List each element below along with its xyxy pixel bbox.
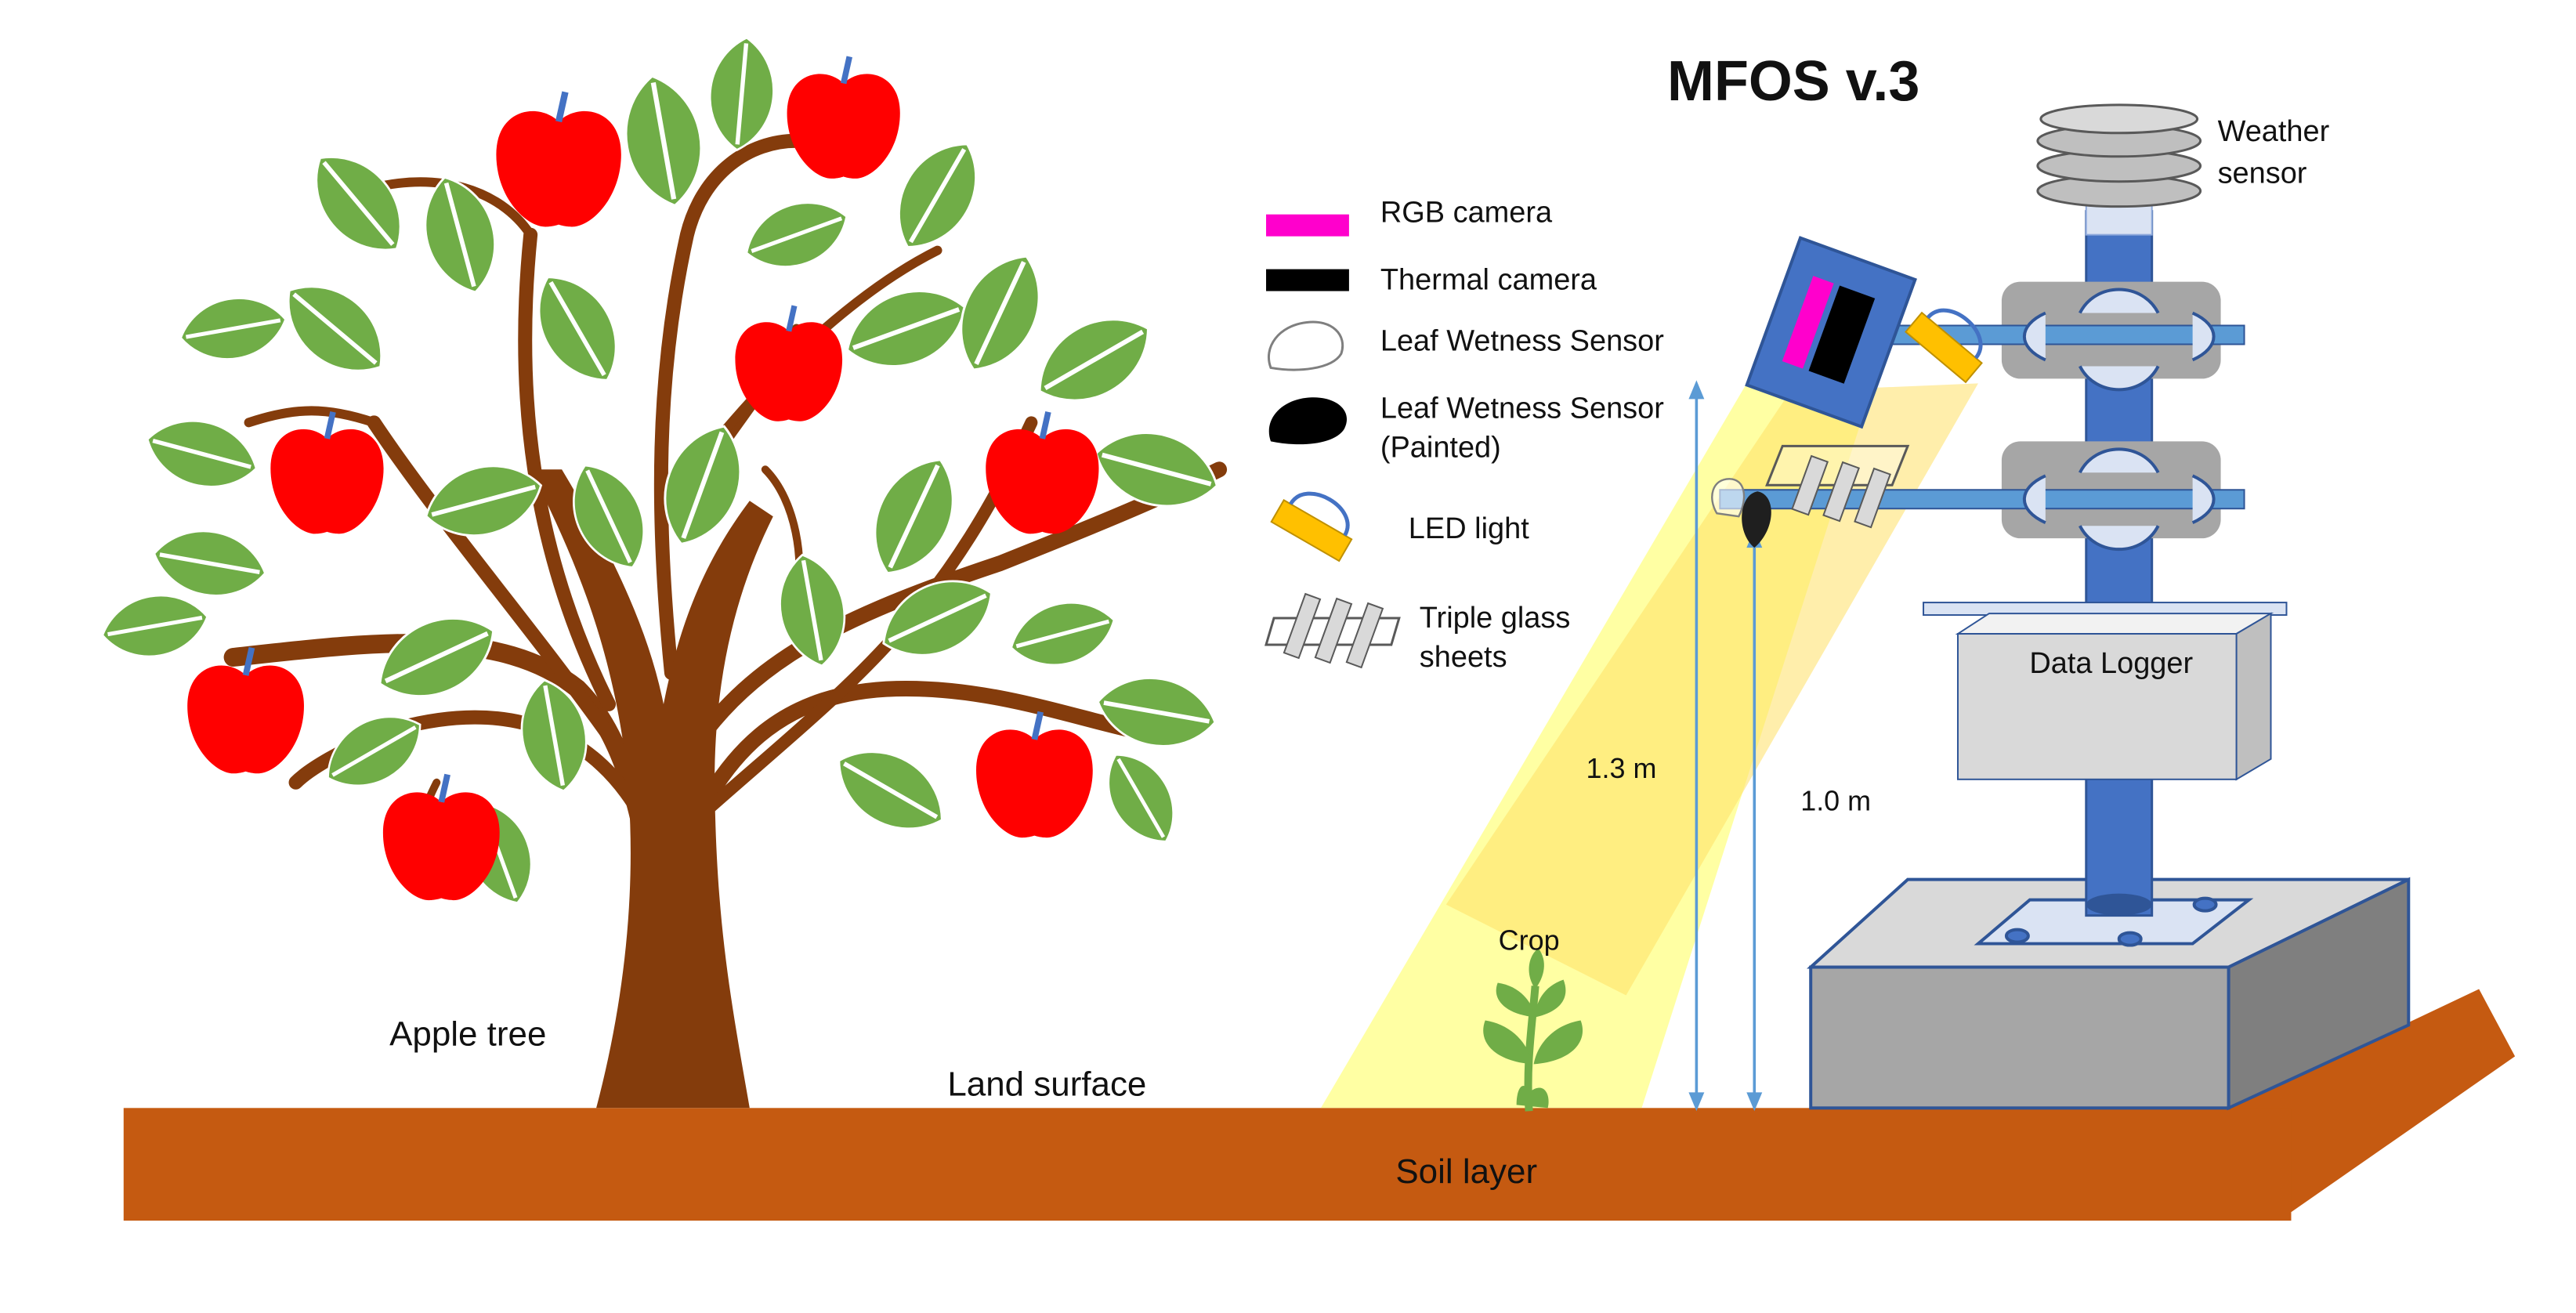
black-bar-icon — [1266, 269, 1349, 291]
tree-trunk — [530, 469, 773, 1109]
legend-label-leaf-wetness-sensor: Leaf Wetness Sensor — [1380, 324, 1664, 357]
black-leaf-icon — [1268, 397, 1348, 445]
lower-mount — [1719, 441, 2245, 551]
crop-label: Crop — [1499, 924, 1560, 957]
outline-leaf-icon — [1268, 320, 1344, 371]
soil-layer — [123, 989, 2516, 1221]
legend-label-triple-glass: Triple glass — [1420, 602, 1571, 635]
diagram-title: MFOS v.3 — [1667, 50, 1919, 113]
weather-sensor-label-line2: sensor — [2218, 157, 2307, 190]
legend-label-thermal-camera: Thermal camera — [1380, 264, 1597, 297]
crop-plant — [1483, 948, 1583, 1112]
data-logger-label: Data Logger — [2029, 647, 2193, 680]
leaf-wetness-sensor-painted — [1742, 491, 1771, 548]
apple-tree — [97, 35, 1226, 1109]
legend-label-led-light: LED light — [1409, 512, 1529, 545]
legend — [1264, 214, 1401, 669]
weather-sensor — [2036, 103, 2202, 236]
led-light — [1905, 308, 1983, 384]
data-logger — [1923, 602, 2288, 781]
legend-label-leaf-wetness-sensor-painted-line2: (Painted) — [1380, 431, 1501, 464]
glass-sheets — [1765, 444, 1910, 529]
concrete-base — [1807, 877, 2411, 1111]
soil-layer-label: Soil layer — [1395, 1152, 1537, 1191]
legend-label-rgb-camera: RGB camera — [1380, 197, 1553, 230]
magenta-bar-icon — [1266, 214, 1349, 237]
triple-glass-icon — [1264, 592, 1401, 669]
apple-tree-label: Apple tree — [389, 1015, 546, 1053]
weather-sensor-label: Weather — [2218, 115, 2330, 148]
leaf-wetness-sensor-outline — [1711, 478, 1746, 518]
thermal-field-of-view — [1445, 383, 1978, 996]
camera-unit — [1745, 236, 1917, 429]
led-light-icon — [1270, 491, 1353, 562]
height-label-camera: 1.3 m — [1586, 752, 1657, 784]
legend-label-leaf-wetness-sensor-painted: Leaf Wetness Sensor — [1380, 392, 1664, 425]
height-label-sensor: 1.0 m — [1800, 785, 1871, 817]
height-arrow-camera — [1688, 380, 1705, 1112]
land-surface-label: Land surface — [947, 1065, 1146, 1103]
legend-label-triple-glass-line2: sheets — [1420, 641, 1507, 674]
